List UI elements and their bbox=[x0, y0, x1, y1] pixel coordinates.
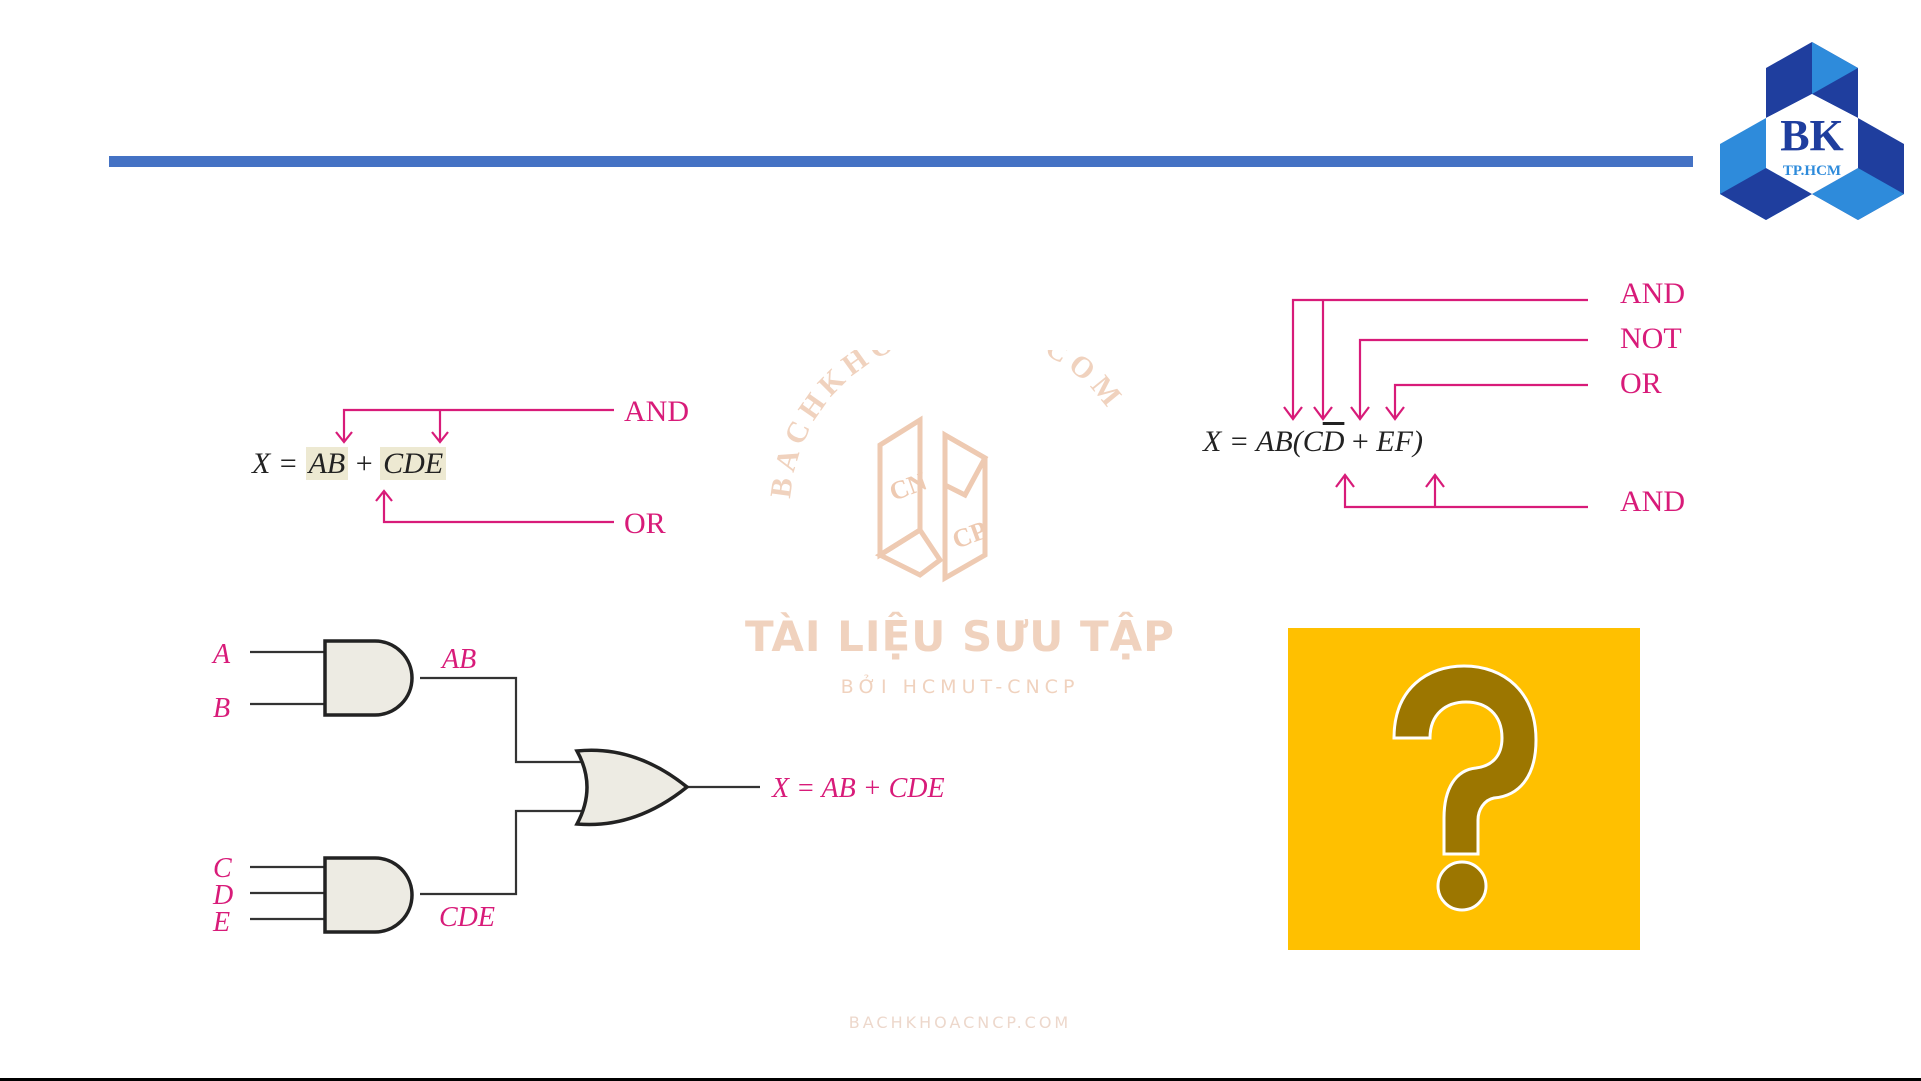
intermediate-label-cde: CDE bbox=[439, 902, 495, 933]
expression1-equation: X = AB + CDE bbox=[252, 447, 447, 481]
output-label: X = AB + CDE bbox=[771, 773, 945, 804]
expression2-lhs: X = bbox=[1203, 425, 1250, 458]
watermark-subtitle: BỞI HCMUT-CNCP bbox=[840, 676, 1080, 698]
expression1-lhs: X = bbox=[252, 447, 299, 480]
expression2-and-top-label: AND bbox=[1620, 277, 1685, 310]
expression1-or-label: OR bbox=[624, 507, 666, 540]
or-gate bbox=[574, 748, 690, 827]
watermark: BACHKHOACNCP.COM CN CP TÀI LIỆU SƯU TẬP … bbox=[740, 350, 1180, 710]
expression2-equation: X = AB(CD + EF) bbox=[1203, 425, 1423, 459]
expression2-or-label: OR bbox=[1620, 367, 1662, 400]
expression1-term2: CDE bbox=[380, 447, 447, 480]
watermark-arc-text: BACHKHOACNCP.COM bbox=[764, 350, 1131, 500]
intermediate-label-ab: AB bbox=[440, 644, 476, 675]
expression2-ab: AB( bbox=[1256, 425, 1303, 458]
wire-ab bbox=[420, 676, 590, 764]
watermark-badge-icon bbox=[874, 415, 989, 583]
expression1-diagram: AND OR X = AB + CDE bbox=[240, 395, 720, 545]
expression2-ef: EF) bbox=[1376, 425, 1423, 458]
expression1-and-label: AND bbox=[624, 395, 689, 428]
expression2-plus: + bbox=[1351, 425, 1369, 458]
watermark-title: TÀI LIỆU SƯU TẬP bbox=[745, 612, 1175, 661]
expression2-not-label: NOT bbox=[1620, 322, 1682, 355]
logo-sub-text: TP.HCM bbox=[1783, 163, 1841, 179]
and-pointer-line bbox=[342, 408, 614, 440]
logo-main-text: BK bbox=[1780, 111, 1844, 160]
input-label-b: B bbox=[213, 693, 230, 724]
university-logo: BK TP.HCM bbox=[1712, 38, 1912, 238]
expression2-c: C bbox=[1302, 425, 1323, 458]
and-gate-upper bbox=[323, 639, 414, 717]
input-label-c: C bbox=[213, 853, 232, 884]
expression1-op: + bbox=[355, 447, 373, 480]
header-accent-bar bbox=[109, 156, 1693, 167]
and-gate-lower bbox=[323, 856, 414, 934]
footer-watermark: BACHKHOACNCP.COM bbox=[848, 1013, 1072, 1032]
bottom-border bbox=[0, 1078, 1921, 1081]
watermark-badge-left: CN bbox=[885, 466, 930, 506]
expression2-and-bottom-label: AND bbox=[1620, 485, 1685, 518]
expression1-term1: AB bbox=[305, 447, 349, 480]
expression2-diagram: AND NOT OR AND X = AB(CD + EF) bbox=[1195, 275, 1715, 525]
wire-cde bbox=[420, 809, 590, 896]
or-pointer-line bbox=[382, 493, 614, 524]
logic-circuit: A B C D E AB CDE X = AB + CDE bbox=[205, 625, 1005, 945]
input-label-a: A bbox=[211, 639, 231, 670]
input-label-d: D bbox=[212, 880, 233, 911]
expression2-d-bar: D bbox=[1322, 425, 1345, 458]
input-label-e: E bbox=[212, 907, 230, 938]
question-box bbox=[1288, 628, 1640, 950]
logo-center-hex bbox=[1766, 94, 1858, 194]
question-mark-icon bbox=[1392, 664, 1538, 912]
